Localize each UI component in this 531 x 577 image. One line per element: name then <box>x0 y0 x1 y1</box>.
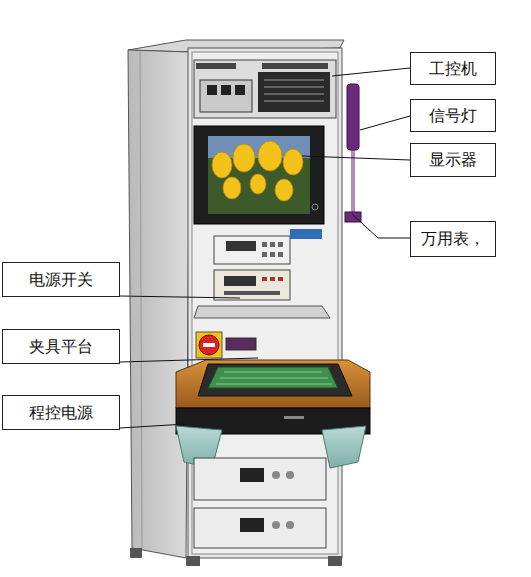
callout-label: 信号灯 <box>429 106 477 125</box>
ipc-button <box>207 85 217 95</box>
callout-label: 显示器 <box>429 150 477 169</box>
power-supply <box>194 508 326 548</box>
foot <box>186 556 200 566</box>
ipc-label <box>262 63 328 69</box>
signal-pole <box>351 150 355 218</box>
callout-box: 工控机 <box>410 52 496 85</box>
callout-box: 万用表， <box>410 221 496 257</box>
fixture-tray <box>176 360 370 408</box>
ipc-vent <box>258 72 330 112</box>
psu-display <box>240 468 264 482</box>
front-frame <box>188 48 342 558</box>
callout-box: 夹具平台 <box>2 329 120 364</box>
side-panel <box>128 50 190 558</box>
ipc-control <box>200 80 252 112</box>
power-switch <box>199 335 219 355</box>
callout-label: 程控电源 <box>29 403 93 422</box>
foot <box>328 556 342 566</box>
multimeter <box>214 236 290 264</box>
callout-box: 电源开关 <box>2 262 120 297</box>
multimeter <box>214 270 290 300</box>
callout-label: 夹具平台 <box>29 337 93 356</box>
callout-box: 信号灯 <box>410 99 496 132</box>
callout-label: 万用表， <box>421 229 485 248</box>
psu-display <box>240 518 264 532</box>
indicator-buttons <box>226 338 256 350</box>
front-frame-inner <box>192 52 338 554</box>
switch-lever <box>203 343 215 347</box>
monitor-knob <box>312 204 318 210</box>
leader-lines <box>120 68 410 428</box>
ipc-button <box>221 85 231 95</box>
monitor-screen <box>208 136 310 214</box>
switch-plate <box>196 332 222 358</box>
meter-display <box>226 241 256 251</box>
power-supply <box>194 458 326 500</box>
platform-bracket <box>322 426 366 468</box>
platform-handle <box>284 416 304 419</box>
panel-edge <box>140 52 142 548</box>
ipc-label <box>196 63 236 69</box>
monitor-bezel <box>194 126 324 224</box>
ipc-panel <box>194 60 336 118</box>
fixture-frame <box>198 364 352 396</box>
callout-box: 程控电源 <box>2 395 120 430</box>
callout-label: 电源开关 <box>29 270 93 289</box>
signal-light <box>347 84 359 150</box>
callout-label: 工控机 <box>429 59 477 78</box>
pcb-board <box>208 367 338 388</box>
callout-box: 显示器 <box>410 143 496 177</box>
tulip-flowers <box>212 141 303 201</box>
foot <box>130 548 142 558</box>
shelf <box>194 306 330 318</box>
meter-display <box>224 276 256 286</box>
meter-badge <box>290 229 322 239</box>
ipc-button <box>235 85 245 95</box>
